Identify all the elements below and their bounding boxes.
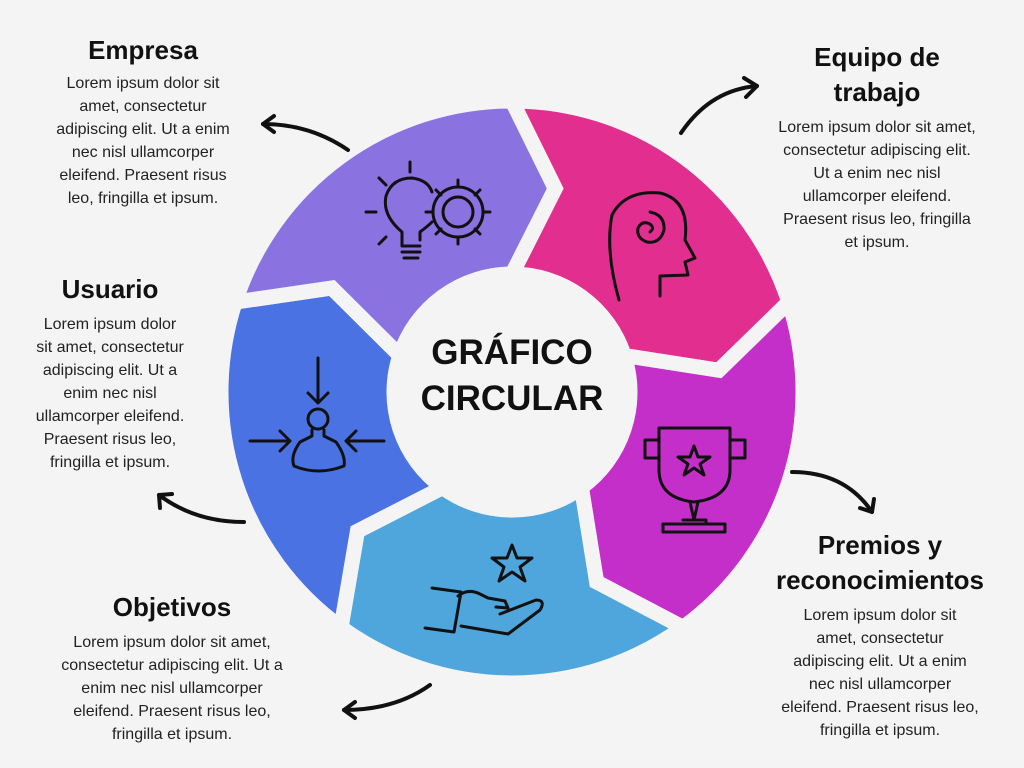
title-objetivos: Objetivos: [112, 592, 232, 622]
segment-equipo-de-trabajo: [499, 93, 798, 379]
segment-objetivos: [332, 474, 698, 691]
head-spiral-icon: [608, 191, 697, 302]
arrow-objetivos-icon: [342, 683, 432, 720]
segment-premios: [573, 288, 811, 637]
title-usuario: Usuario: [61, 274, 159, 304]
hand-star-icon: [423, 543, 544, 636]
lightbulb-gear-icon: [364, 160, 492, 260]
block-usuario: Usuario Lorem ipsum dolor sit amet, cons…: [0, 272, 220, 474]
arrow-premios-icon: [790, 470, 876, 514]
arrow-usuario-icon: [157, 492, 246, 524]
arrow-equipo-icon: [679, 76, 759, 135]
body-objetivos: Lorem ipsum dolor sit amet, consectetur …: [61, 634, 283, 743]
block-objetivos: Objetivos Lorem ipsum dolor sit amet, co…: [22, 590, 322, 746]
block-empresa: Empresa Lorem ipsum dolor sit amet, cons…: [33, 33, 253, 210]
block-premios: Premios y reconocimientos Lorem ipsum do…: [750, 528, 1010, 742]
center-title: GRÁFICO CIRCULAR: [420, 333, 604, 418]
user-focus-icon: [248, 356, 386, 473]
segment-usuario: [213, 280, 457, 641]
body-empresa: Lorem ipsum dolor sit amet, consectetur …: [56, 75, 230, 207]
title-empresa: Empresa: [88, 35, 198, 65]
block-equipo: Equipo de trabajo Lorem ipsum dolor sit …: [747, 40, 1007, 254]
arrow-empresa-icon: [261, 114, 350, 152]
segment-empresa: [224, 93, 564, 370]
body-usuario: Lorem ipsum dolor sit amet, consectetur …: [35, 316, 185, 471]
trophy-star-icon: [643, 426, 747, 534]
body-equipo: Lorem ipsum dolor sit amet, consectetur …: [778, 119, 976, 251]
title-premios: Premios y reconocimientos: [775, 530, 985, 595]
body-premios: Lorem ipsum dolor sit amet, consectetur …: [781, 607, 979, 739]
title-equipo: Equipo de trabajo: [814, 42, 940, 107]
